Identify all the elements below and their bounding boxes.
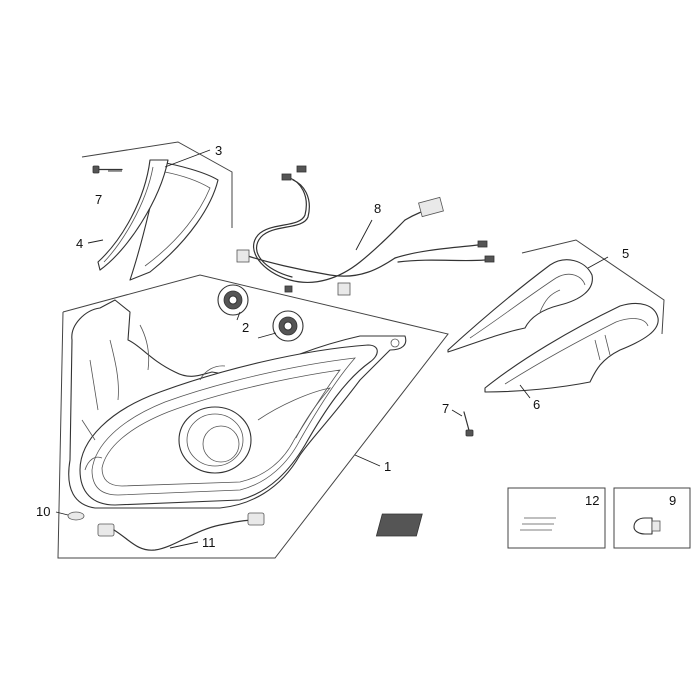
callout-4: 4 [76, 236, 83, 251]
box-part-9 [613, 487, 691, 549]
headlight-assembly-part-1 [68, 299, 407, 509]
bulb-part-10 [67, 511, 85, 521]
grommet-part-2-right [272, 310, 304, 342]
lower-cover-part-6 [484, 302, 659, 393]
grommet-part-2-left [217, 284, 249, 316]
frame-group-1 [57, 274, 449, 559]
box-part-12 [375, 487, 606, 549]
callout-3: 3 [215, 143, 222, 158]
side-cover-part-3 [129, 161, 219, 281]
bolt-7-lower [463, 411, 474, 437]
trim-strip-part-4 [97, 159, 169, 271]
callout-8: 8 [374, 201, 381, 216]
callout-11: 11 [202, 535, 216, 550]
callout-9: 9 [669, 493, 676, 508]
socket-cable-part-11 [97, 512, 265, 551]
callout-12: 12 [585, 493, 599, 508]
callout-7-upper: 7 [95, 192, 102, 207]
frame-group-5 [521, 239, 665, 335]
indicator-housing-part-5 [447, 259, 593, 353]
callout-7-lower: 7 [442, 401, 449, 416]
callout-10: 10 [36, 504, 50, 519]
wiring-harness-part-8 [236, 165, 495, 296]
callout-6: 6 [533, 397, 540, 412]
bolt-7-upper [92, 165, 123, 174]
leader-lines [55, 149, 609, 549]
callout-5: 5 [622, 246, 629, 261]
frame-group-3 [81, 141, 233, 228]
callout-1: 1 [384, 459, 391, 474]
callout-2: 2 [242, 320, 249, 335]
